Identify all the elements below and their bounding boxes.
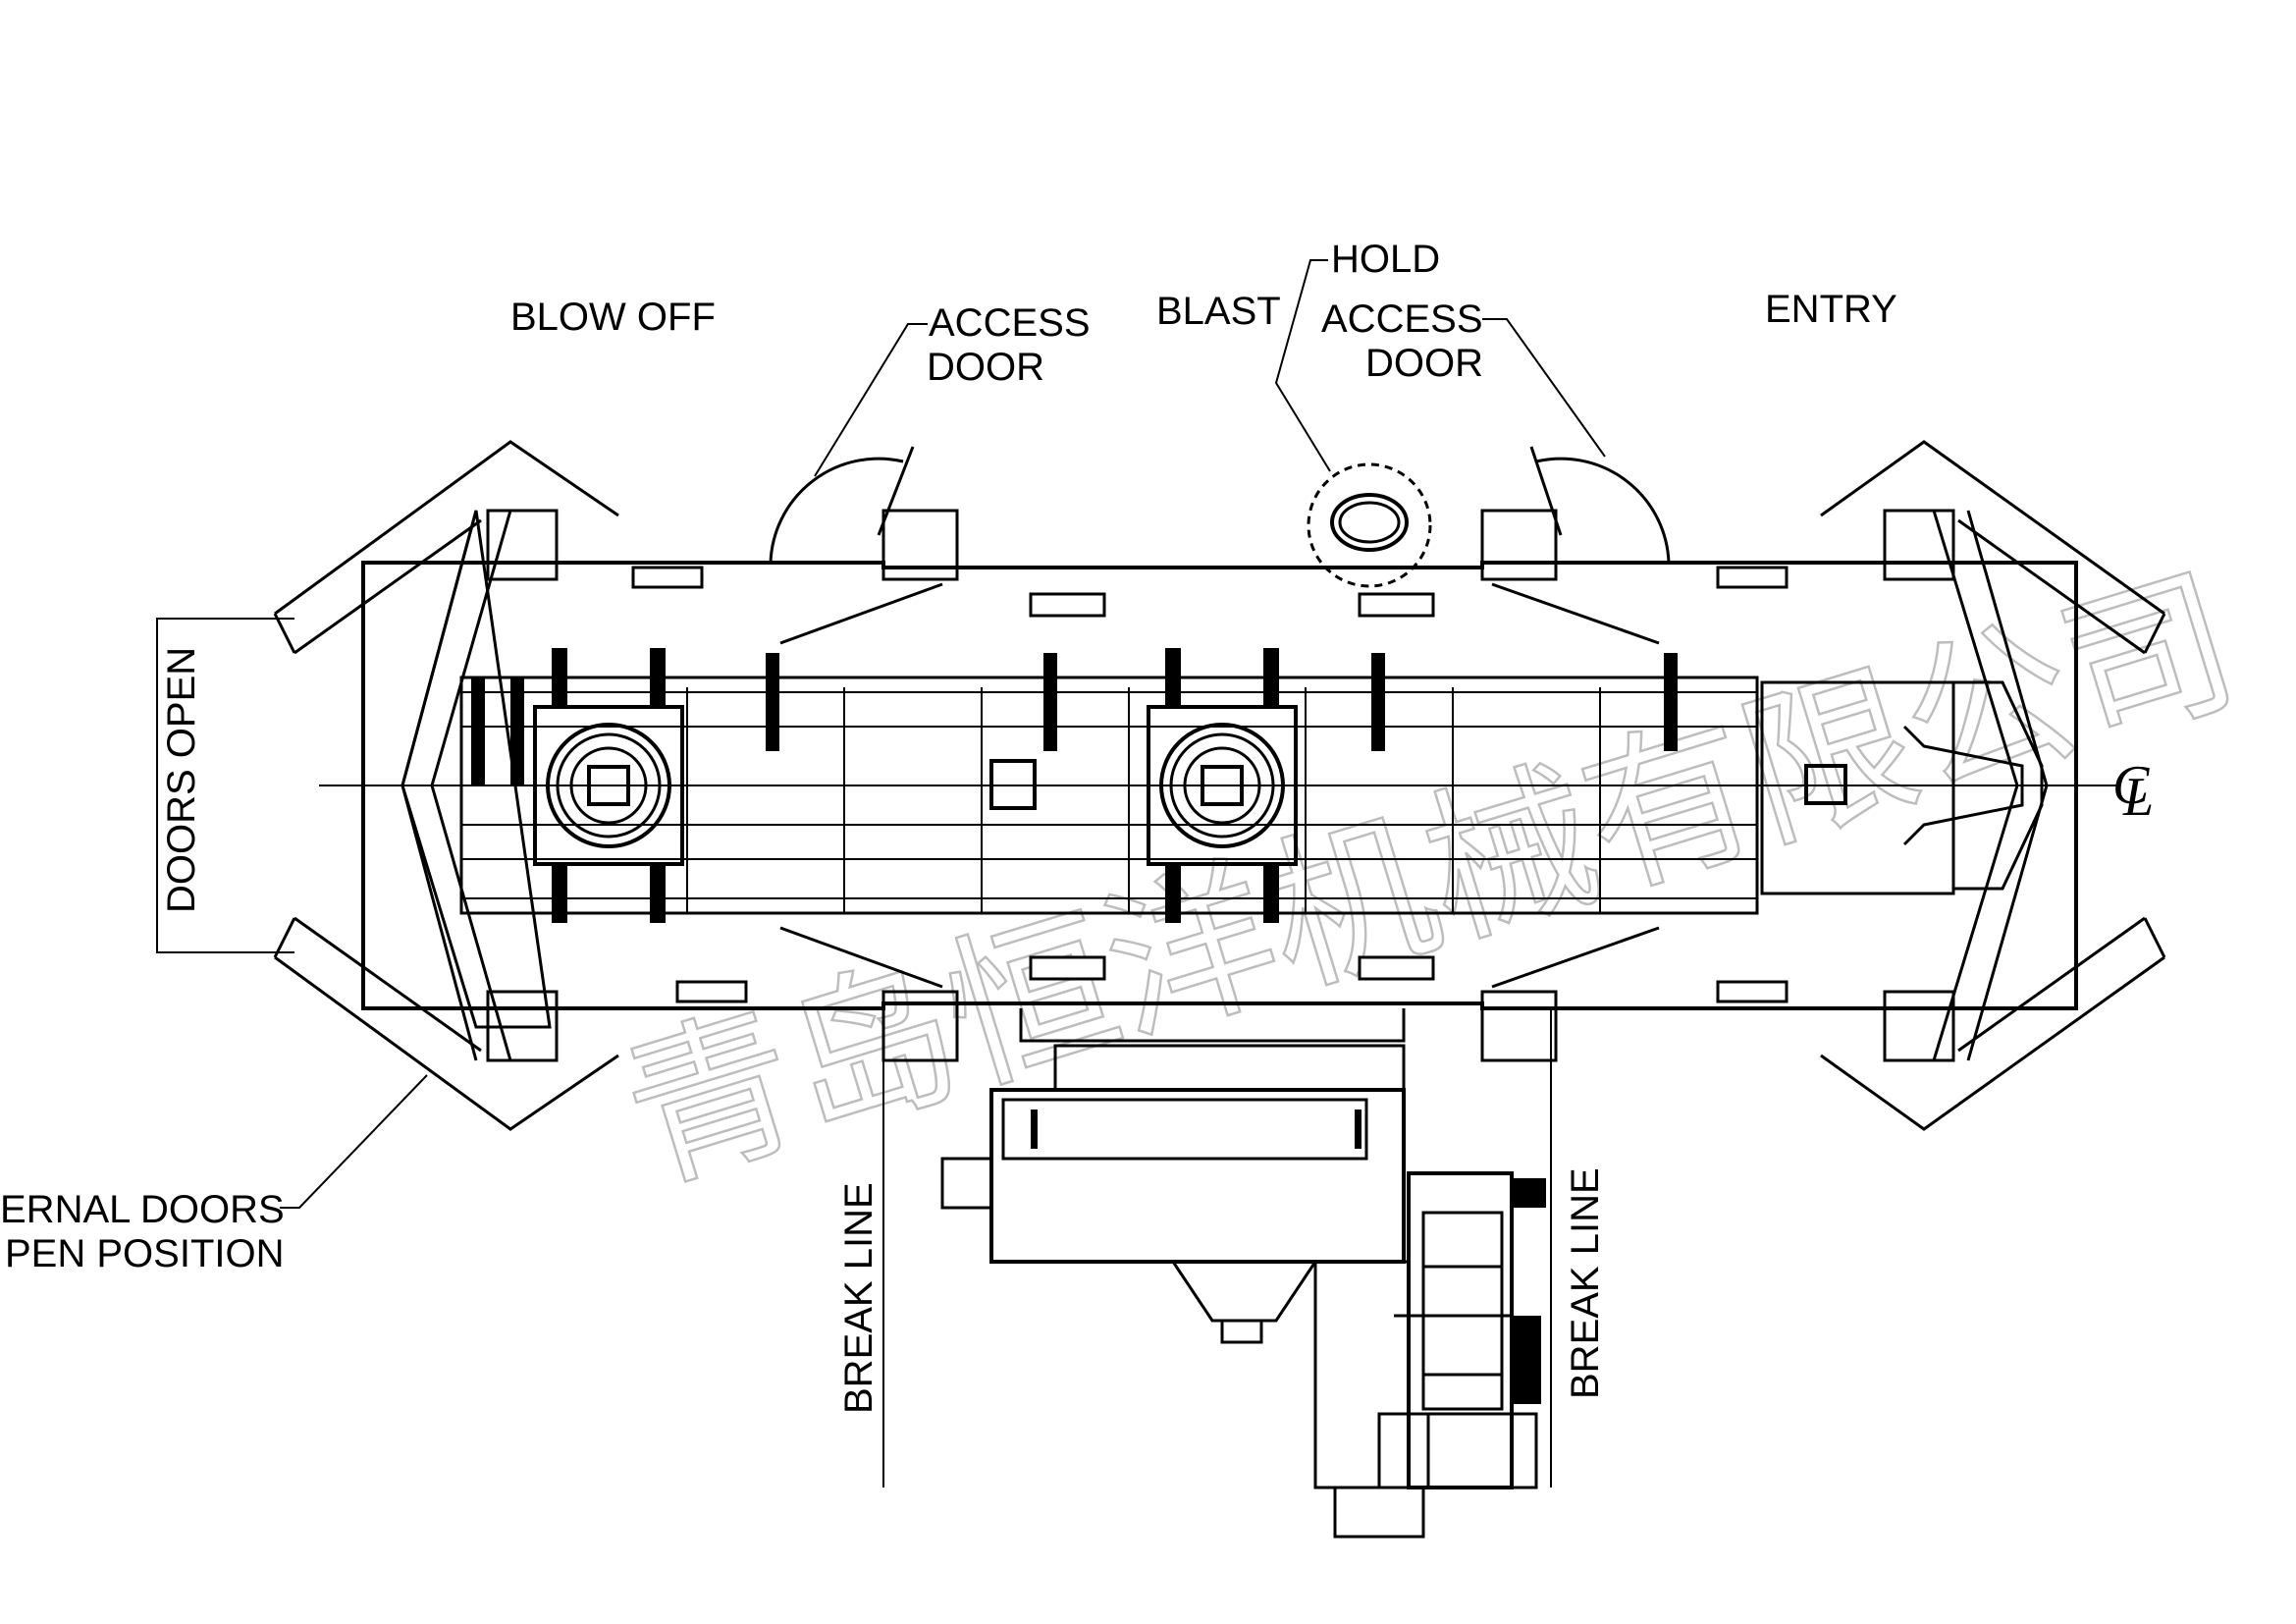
label-blow-off: BLOW OFF bbox=[510, 296, 716, 339]
frame-actuators bbox=[471, 653, 1678, 785]
blast-wheel-right bbox=[1147, 648, 1298, 923]
centerline-symbol: C bbox=[2112, 755, 2150, 816]
label-access-door-left-line2: DOOR bbox=[927, 346, 1044, 389]
label-break-line-left: BREAK LINE bbox=[837, 1182, 881, 1414]
label-doors-open: DOORS OPEN bbox=[160, 647, 203, 913]
watermark: 青岛恒洋机械有限公司 bbox=[603, 542, 2258, 1218]
break-lines bbox=[882, 1008, 1552, 1488]
hold-hatch bbox=[1307, 462, 1432, 588]
centerline-symbol-l: L bbox=[2122, 767, 2154, 828]
leader-lines bbox=[280, 259, 1606, 1209]
entry-vestibule bbox=[1760, 680, 2044, 895]
corner-top-right bbox=[1820, 440, 2166, 655]
access-door-left bbox=[769, 446, 959, 1062]
centerline: C L bbox=[319, 755, 2154, 828]
blast-wheel-left bbox=[533, 648, 684, 923]
label-entry: ENTRY bbox=[1765, 288, 1897, 331]
corner-bottom-left bbox=[273, 916, 619, 1131]
corner-bottom-right bbox=[1820, 916, 2166, 1131]
doors-open-dimension bbox=[156, 618, 294, 953]
bottom-machinery bbox=[940, 1008, 1546, 1539]
access-door-right bbox=[1480, 446, 1671, 1062]
conveyor-frame bbox=[459, 676, 1847, 915]
label-external-doors-line2: PEN POSITION bbox=[5, 1232, 285, 1275]
label-break-line-right: BREAK LINE bbox=[1564, 1167, 1607, 1399]
label-external-doors-line1: ERNAL DOORS bbox=[0, 1188, 285, 1231]
label-access-door-right-line2: DOOR bbox=[1365, 342, 1483, 385]
corner-top-left bbox=[273, 440, 619, 655]
label-access-door-right-line1: ACCESS bbox=[1321, 298, 1483, 341]
label-hold: HOLD bbox=[1331, 238, 1440, 281]
watermark-text: 青岛恒洋机械有限公司 bbox=[605, 543, 2258, 1217]
door-cylinders bbox=[631, 566, 1789, 1003]
label-access-door-left-line1: ACCESS bbox=[929, 301, 1091, 345]
label-blast: BLAST bbox=[1156, 290, 1281, 333]
